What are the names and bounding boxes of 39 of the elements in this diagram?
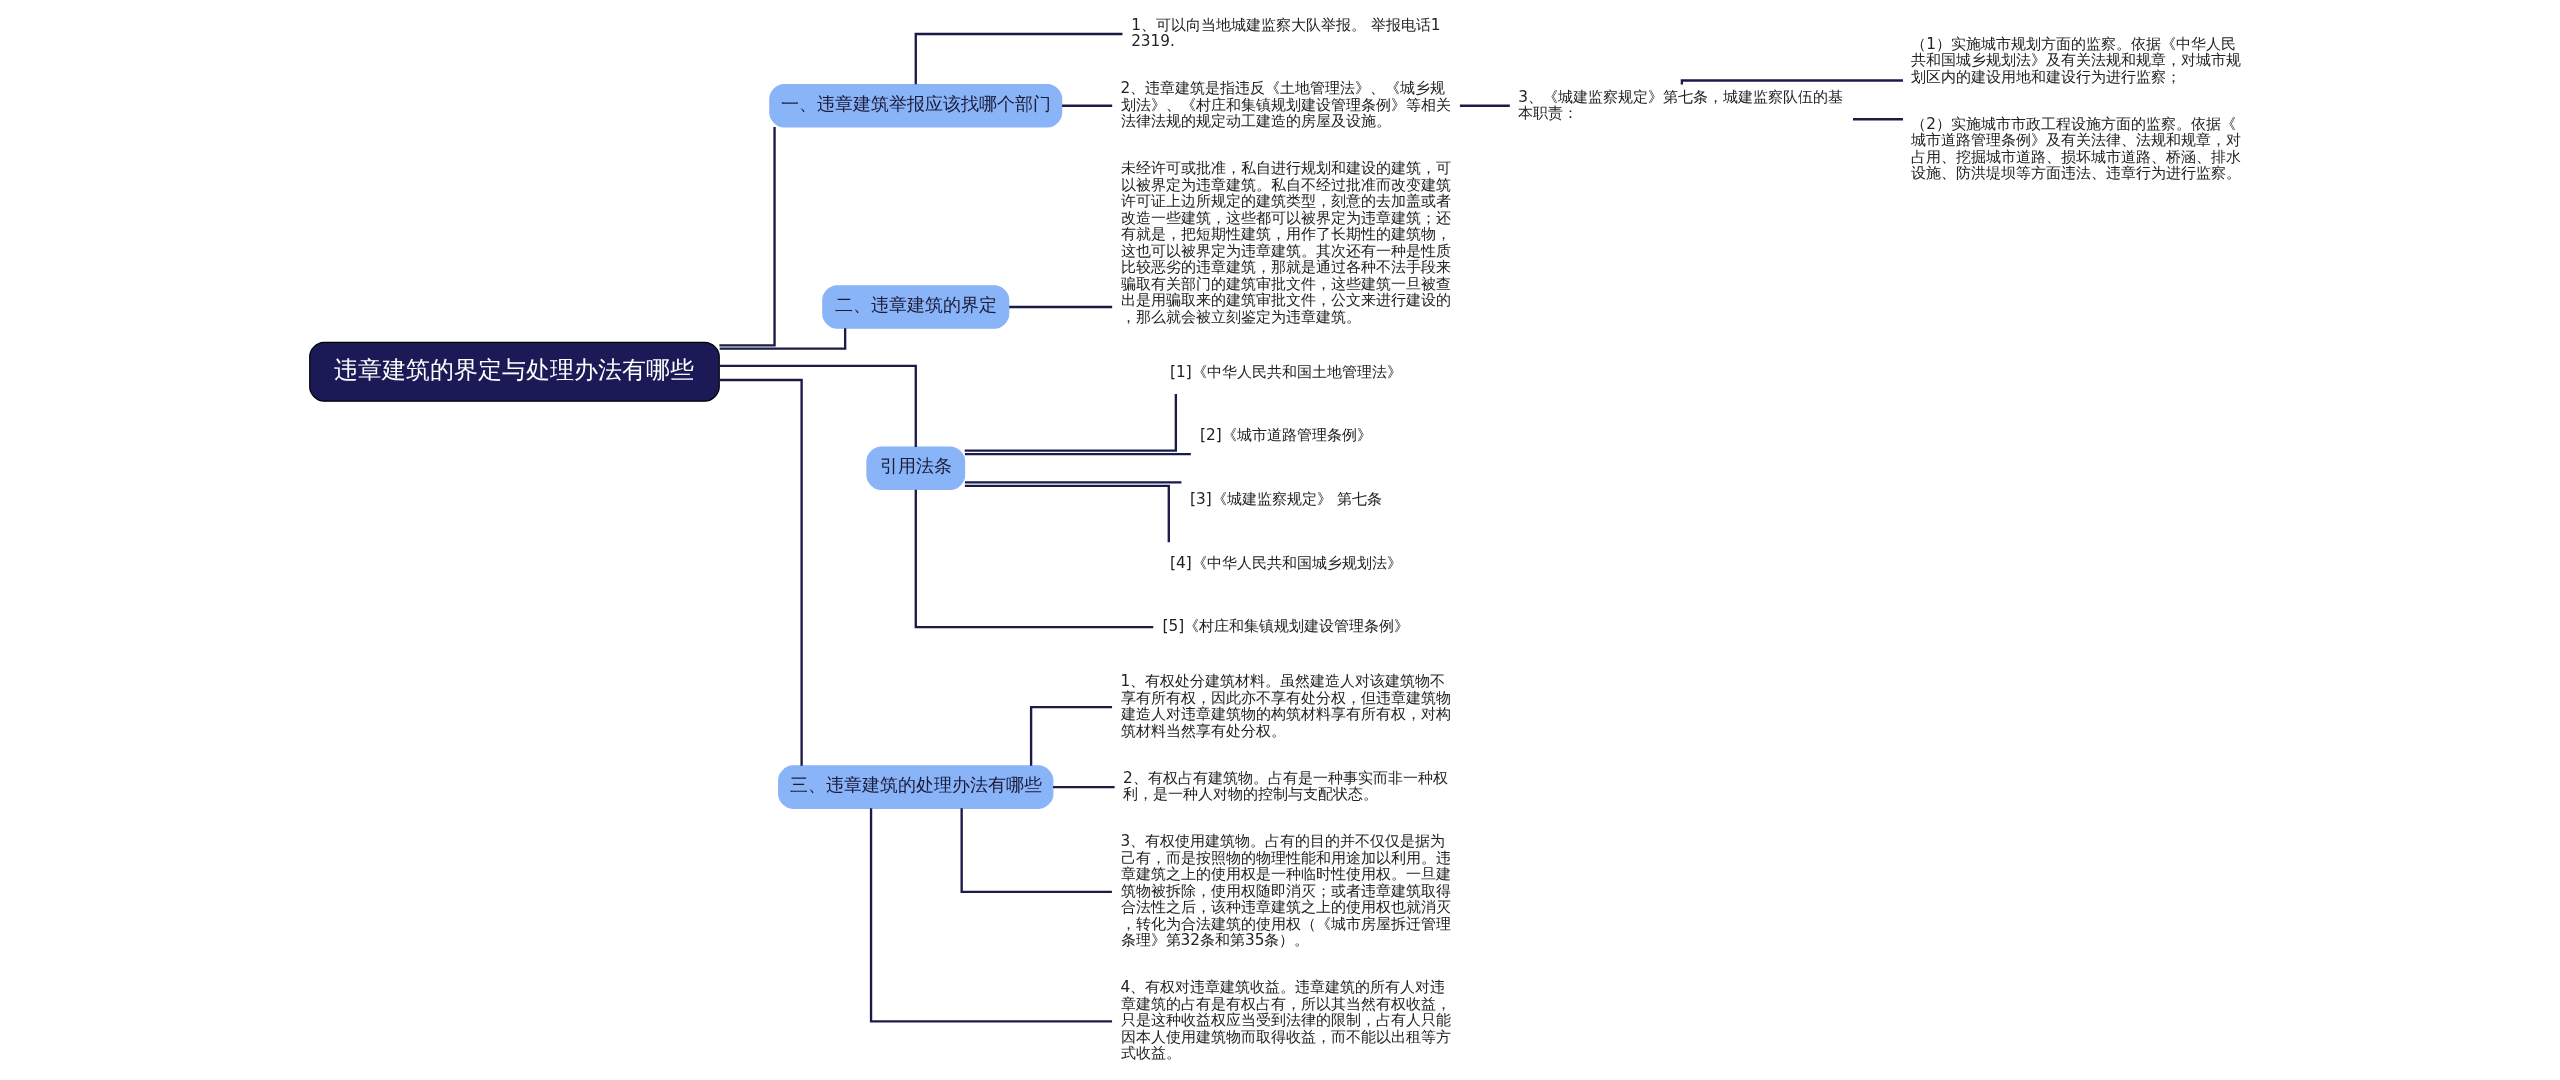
connector <box>960 808 1112 894</box>
node-text: 3、有权使用建筑物。占有的目的并不仅仅是据为己有，而是按照物的物理性能和用途加以利用。违章建筑之上的使用权是一种临时性使用权。一旦建筑物被拆除，使用权随即消灭；或者违章建筑取得合法性之后，该种违章建筑之上的使用权也就消灭，转化为合法建筑的使用权（《城市房屋拆迁管理条理》第32条和第35条）。 <box>1120 832 1451 950</box>
connector <box>1680 79 1903 85</box>
connector <box>719 328 847 350</box>
node-text: （2）实施城市市政工程设施方面的监察。依据《城市道路管理条例》及有关法律、法规和规章，对占用、挖掘城市道路、损坏城市道路、桥涵、排水设施、防洪堤坝等方面违法、违章行为进行监察。 <box>1911 114 2242 183</box>
connector <box>719 127 776 347</box>
connector <box>964 452 1191 456</box>
connector <box>1062 104 1113 107</box>
connector <box>964 394 1178 452</box>
connector <box>719 364 917 447</box>
node-text: 2、有权占有建筑物。占有是一种事实而非一种权利，是一种人对物的控制与支配状态。 <box>1122 768 1448 804</box>
connector <box>964 481 1182 484</box>
node-text: 3、《城建监察规定》第七条，城建监察队伍的基本职责： <box>1518 87 1844 122</box>
node-box: 三、违章建筑的处理办法有哪些 <box>778 765 1054 809</box>
node-box: 引用法条 <box>866 446 966 490</box>
node-text: 1、有权处分建筑材料。虽然建造人对该建筑物不享有所有权，因此亦不享有处分权，但违章建筑物建造人对违章建筑物的构筑材料享有所有权，对构筑材料当然享有处分权。 <box>1120 672 1451 740</box>
node-text: 4、有权对违章建筑收益。违章建筑的所有人对违章建筑的占有是有权占有，所以其当然有权收益，只是这种收益权应当受到法律的限制，占有人只能因本人使用建筑物而取得收益，而不能以出租等方式收益。 <box>1120 978 1451 1063</box>
node-box: 一、违章建筑举报应该找哪个部门 <box>769 83 1063 128</box>
connector <box>914 489 1154 629</box>
connector <box>914 32 1123 85</box>
node-text: 未经许可或批准，私自进行规划和建设的建筑，可以被界定为违章建筑。私自不经过批准而改变建筑许可证上边所规定的建筑类型，刻意的去加盖或者改造一些建筑，这些都可以被界定为违章建筑；还有就是，把短期性建筑，用作了长期性的建筑物，这也可以被界定为违章建筑。其次还有一种是性质比较恶劣的违章建筑，那就是通过各种不法手段来骗取有关部门的建筑审批文件，这些建筑一旦被查出是用骗取来的建筑审批文件，公文来进行建设的，那么就会被立刻鉴定为违章建筑。 <box>1120 159 1451 326</box>
connector <box>719 378 803 766</box>
node-text: [5]《村庄和集镇规划建设管理条例》 <box>1162 617 1410 636</box>
node-text: 2、违章建筑是指违反《土地管理法》、《城乡规划法》、《村庄和集镇规划建设管理条例》等相关法律法规的规定动工建造的房屋及设施。 <box>1120 79 1451 131</box>
node-text: [1]《中华人民共和国土地管理法》 <box>1170 362 1402 381</box>
connector <box>1459 104 1510 107</box>
connector <box>1053 785 1115 789</box>
node-box: 违章建筑的界定与处理办法有哪些 <box>309 341 720 402</box>
node-text: （1）实施城市规划方面的监察。依据《中华人民共和国城乡规划法》及有关法规和规章，对城市规划区内的建设用地和建设行为进行监察； <box>1911 34 2242 86</box>
node-text: [3]《城建监察规定》 第七条 <box>1190 489 1382 508</box>
node-text: [4]《中华人民共和国城乡规划法》 <box>1170 553 1402 572</box>
connector <box>964 484 1170 543</box>
node-box: 二、违章建筑的界定 <box>822 285 1010 329</box>
connector <box>869 808 1113 1023</box>
connector <box>1029 705 1113 766</box>
node-text: [2]《城市道路管理条例》 <box>1200 426 1372 445</box>
connector <box>1009 305 1113 309</box>
connector <box>1853 118 1903 121</box>
node-text: 1、可以向当地城建监察大队举报。 举报电话12319. <box>1131 15 1441 51</box>
